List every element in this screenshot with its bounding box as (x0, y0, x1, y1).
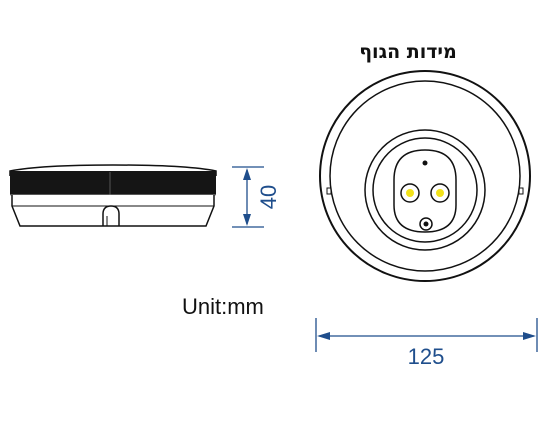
drawing-title: מידות הגוף (359, 41, 457, 63)
side-view-top-edge (9, 164, 217, 176)
height-dimension: 40 (232, 166, 281, 228)
front-view-tab-right (518, 187, 524, 195)
led-left-core (406, 189, 414, 197)
width-dim-arrow-left (317, 332, 330, 340)
width-dimension: 125 (315, 318, 538, 369)
width-dim-arrow-right (523, 332, 536, 340)
led-right-core (436, 189, 444, 197)
side-view (9, 164, 217, 227)
side-view-body-band (10, 171, 216, 195)
front-view-tab-left (326, 187, 332, 195)
front-view-lens-ring (364, 129, 486, 251)
width-dimension-value: 125 (408, 344, 445, 369)
side-view-base (11, 195, 215, 227)
height-dimension-value: 40 (256, 185, 281, 209)
front-view-inner-ring (329, 80, 521, 272)
front-view-lens-inner (372, 137, 478, 243)
led-icon (400, 183, 420, 203)
height-dim-arrow-bottom (243, 214, 251, 226)
screw-icon (419, 217, 433, 231)
front-view-led-housing (393, 149, 457, 233)
height-dim-arrow-top (243, 168, 251, 180)
unit-label: Unit:mm (182, 294, 264, 319)
front-view (319, 70, 531, 282)
led-icon (430, 183, 450, 203)
front-view-outer-ring (319, 70, 531, 282)
screw-center (423, 221, 429, 227)
sensor-icon (422, 160, 428, 166)
side-view-bracket (102, 205, 120, 226)
